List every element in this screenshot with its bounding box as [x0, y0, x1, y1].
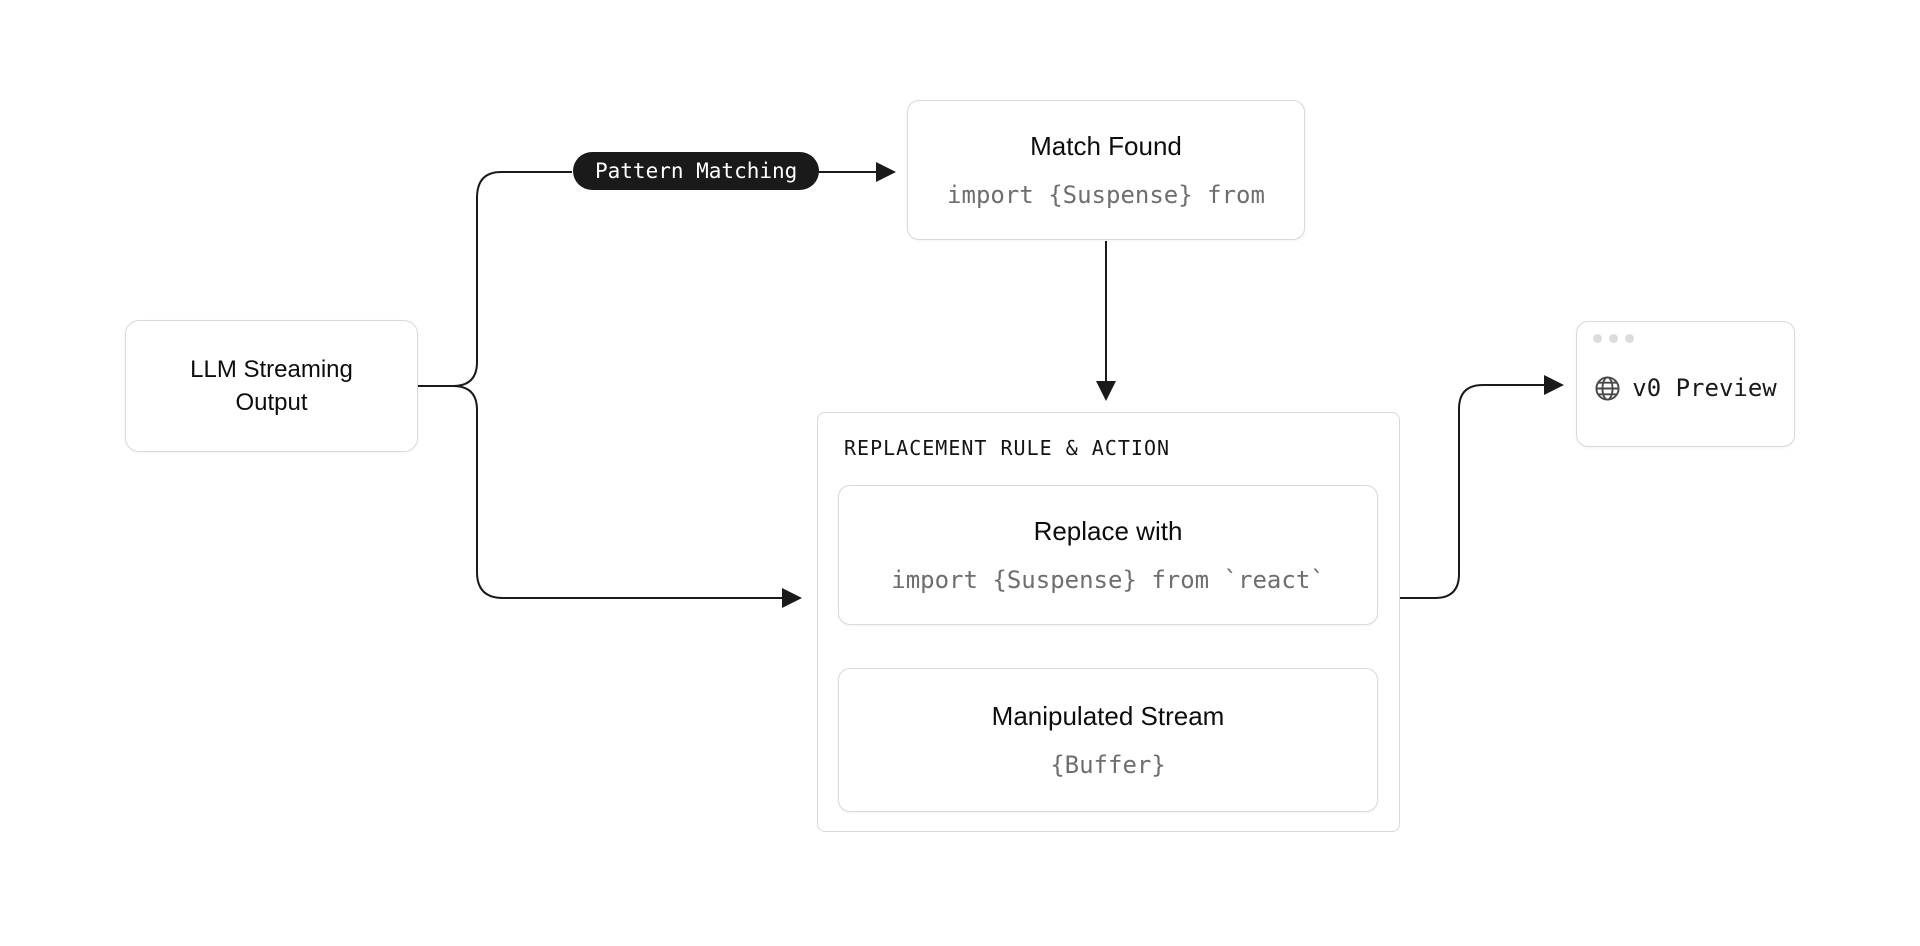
replace-with-title: Replace with: [1033, 516, 1183, 546]
v0-preview-label: v0 Preview: [1632, 374, 1777, 402]
pattern-matching-pill: Pattern Matching: [573, 152, 820, 190]
globe-icon: [1595, 375, 1620, 401]
window-control-dots: [1593, 334, 1634, 343]
node-manipulated-stream: Manipulated Stream {Buffer}: [838, 668, 1378, 812]
manipulated-stream-code: {Buffer}: [1050, 751, 1166, 779]
edge-group-to-preview: [1399, 375, 1564, 599]
manipulated-stream-title: Manipulated Stream: [991, 701, 1225, 731]
edge-llm-to-group: [418, 385, 802, 608]
node-replace-with: Replace with import {Suspense} from `rea…: [838, 485, 1378, 625]
replace-with-code: import {Suspense} from `react`: [891, 566, 1325, 594]
pattern-matching-label: Pattern Matching: [595, 159, 798, 183]
llm-streaming-output-label: LLM Streaming Output: [190, 356, 353, 416]
match-found-title: Match Found: [1030, 131, 1182, 161]
match-found-code: import {Suspense} from: [947, 181, 1265, 209]
v0-preview-content: v0 Preview: [1594, 374, 1777, 402]
node-v0-preview: v0 Preview: [1576, 321, 1795, 447]
window-dot: [1609, 334, 1618, 343]
replacement-rule-group-label: REPLACEMENT RULE & ACTION: [844, 436, 1171, 460]
node-match-found: Match Found import {Suspense} from: [907, 100, 1305, 240]
edge-llm-to-pattern: [418, 171, 572, 387]
window-dot: [1593, 334, 1602, 343]
node-llm-streaming-output: LLM Streaming Output: [125, 320, 418, 452]
window-dot: [1625, 334, 1634, 343]
